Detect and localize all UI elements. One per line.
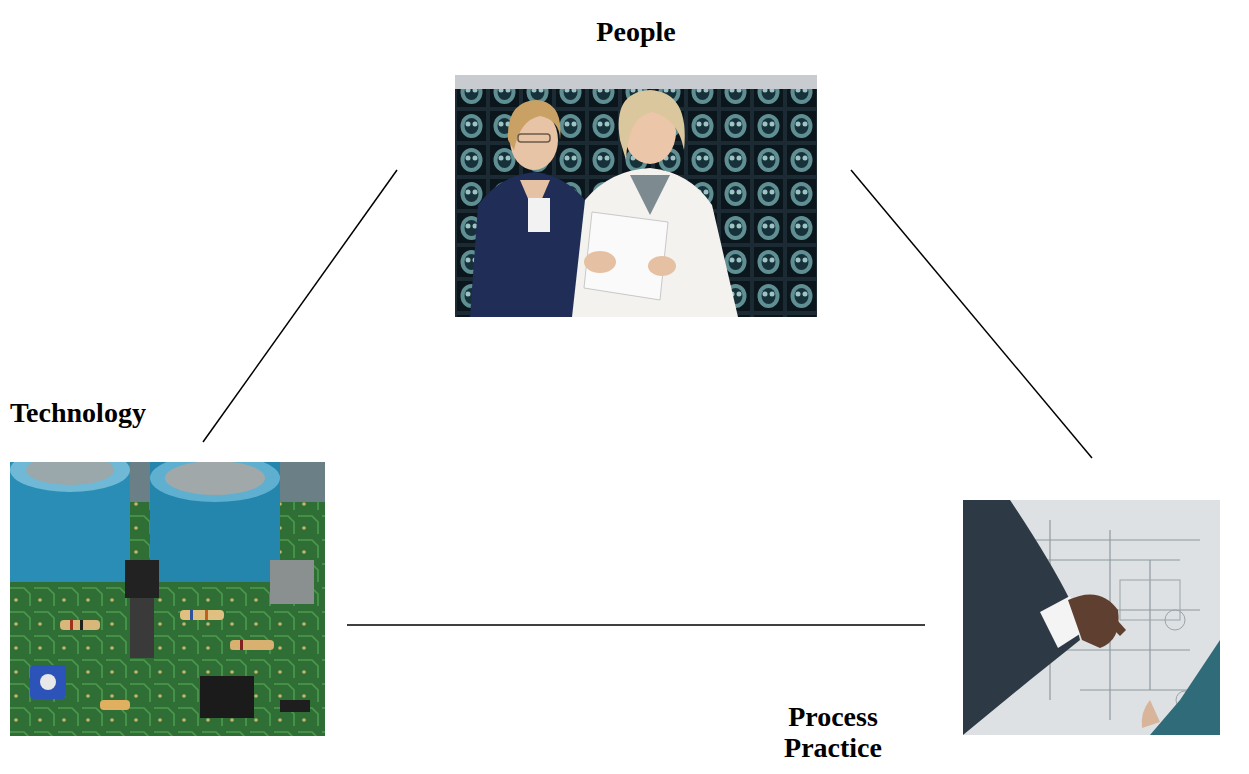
node-label: People bbox=[455, 17, 817, 48]
blueprint-photo bbox=[963, 500, 1220, 735]
node-label: Technology bbox=[10, 398, 210, 429]
connector-line bbox=[203, 170, 397, 442]
label-holder: People bbox=[455, 17, 817, 48]
node-label: Process Practice bbox=[773, 702, 893, 764]
connector-line bbox=[851, 170, 1092, 458]
connector-line bbox=[347, 624, 925, 626]
technology-node: Technology bbox=[10, 462, 325, 736]
label-holder: Process Practice bbox=[773, 702, 893, 764]
circuit-board-photo bbox=[10, 462, 325, 736]
people-node: People bbox=[455, 75, 817, 317]
process-node: Process Practice bbox=[963, 500, 1220, 735]
label-holder: Technology bbox=[10, 398, 210, 429]
people-photo bbox=[455, 75, 817, 317]
